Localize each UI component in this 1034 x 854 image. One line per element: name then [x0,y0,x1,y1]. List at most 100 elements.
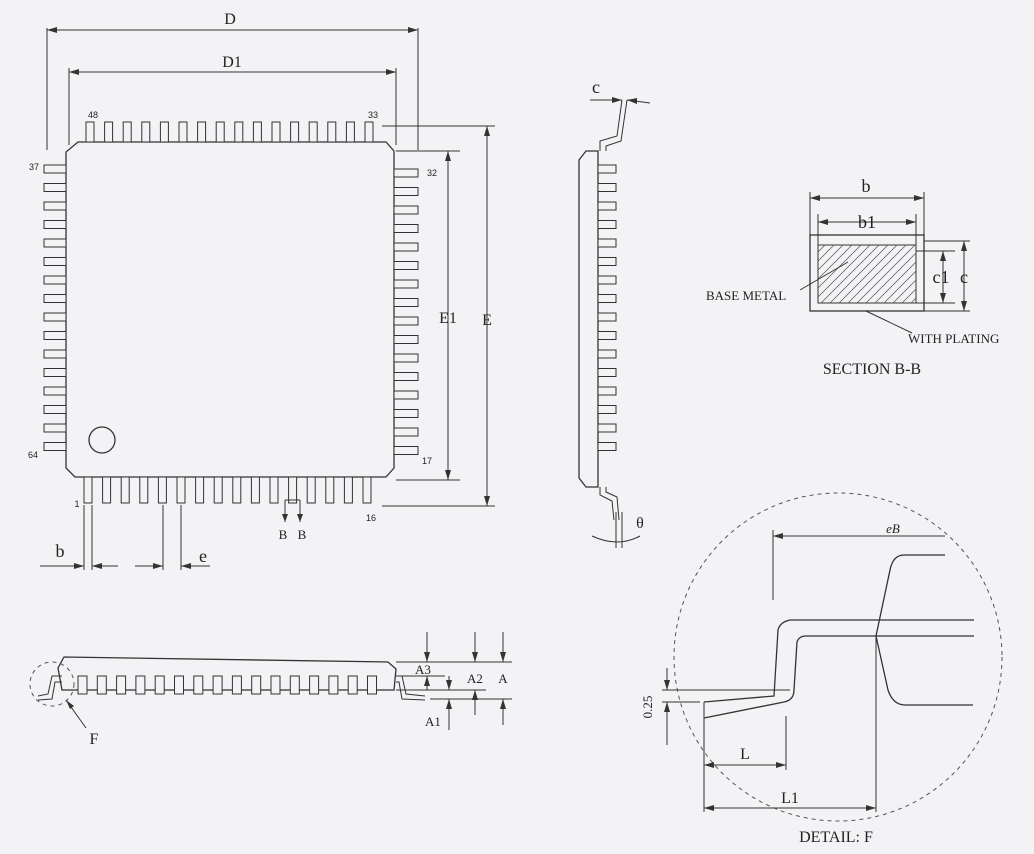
package-pin [154,675,165,695]
package-pin [43,423,67,433]
package-pin [393,205,419,215]
package-pin [597,201,617,211]
dim-e-label: e [199,546,207,566]
detail-ref-F: F [90,731,99,748]
hatch-line [865,252,917,304]
package-pin [597,312,617,322]
package-pin [343,476,353,504]
with-plating-label: WITH PLATING [908,331,999,346]
right-pin-row [393,168,419,455]
pin-label-32: 32 [427,168,437,178]
package-pin [122,121,132,143]
package-pin [176,476,186,504]
pin-label-17: 17 [422,456,432,466]
front-lead-left [37,675,62,701]
package-pin [43,312,67,322]
dim-c-side-label: c [592,77,600,97]
package-pin [393,224,419,233]
package-body [65,141,395,478]
package-pin [393,316,419,326]
hatch-line [829,244,889,304]
package-pin [393,335,419,344]
detail-f-title: DETAIL: F [799,829,873,846]
pin-label-1: 1 [74,499,79,509]
package-pin [597,294,617,303]
package-pin [193,675,204,695]
package-pin [325,476,335,504]
package-pin [197,121,207,143]
package-pin [393,427,419,437]
dim-D1-label: D1 [222,54,242,71]
section-mark-left: B [279,527,288,542]
package-pin [102,476,112,504]
dim-D-label: D [224,11,236,28]
hatch-line [820,244,880,304]
dim-b-label: b [56,541,65,561]
package-pin [96,675,107,695]
side-lead-top [599,99,628,151]
pin-label-64: 64 [28,450,38,460]
package-pin [43,294,67,303]
section-dim-c1-label: c1 [933,267,950,287]
package-pin [597,349,617,359]
package-pin [270,675,281,695]
section-mark-right: B [298,527,307,542]
package-pin [43,275,67,285]
detail-f: eB 0.25 L L1 DETAIL: F [640,492,1003,846]
dim-A-label: A [498,671,508,686]
package-pin [212,675,223,695]
front-pin-row [77,675,377,695]
package-pin [43,386,67,396]
hatch-line [817,244,844,271]
pin-label-48: 48 [88,110,98,120]
hatch-line [817,244,871,298]
side-view: c θ [578,77,651,548]
package-pin [141,121,151,143]
package-pin [288,476,298,504]
package-pin [271,121,281,143]
dimension-theta: θ [591,512,644,548]
package-pin [393,261,419,270]
package-pin [116,675,127,695]
package-pin [347,675,358,695]
package-pin [309,675,320,695]
package-pin [597,220,617,229]
package-pin [364,121,374,143]
bottom-pin-row [83,476,372,504]
package-pin [43,442,67,451]
package-pin [139,476,149,504]
front-lead-right [396,675,426,701]
dim-A3-label: A3 [415,662,431,677]
top-view: D D1 48 33 37 32 64 17 1 16 [28,11,495,570]
package-pin [597,423,617,433]
package-pin [135,675,146,695]
detail-f-circle [29,661,75,707]
package-pin [43,368,67,377]
dim-E1-label: E1 [439,310,457,327]
dimension-b: b [40,505,118,570]
package-pin [393,409,419,418]
package-pin [393,372,419,381]
package-pin [178,121,188,143]
package-pin [597,331,617,340]
package-pin [597,257,617,266]
package-pin [597,386,617,396]
package-pin [174,675,184,695]
package-pin [393,242,419,252]
section-cut-marks: B B [279,499,307,542]
package-pin [120,476,130,504]
detail-boundary [673,492,1003,822]
package-pin [393,187,419,196]
section-bb-title: SECTION B-B [823,361,921,378]
package-pin [393,298,419,307]
hatch-line [817,244,835,262]
dim-L-label: L [740,746,750,763]
package-pin [252,121,262,143]
section-dim-c-label: c [960,267,968,287]
package-pin [231,675,242,695]
package-pin [250,476,260,504]
package-pin [289,675,300,695]
package-pin [43,349,67,359]
dimension-E: E [382,125,495,507]
